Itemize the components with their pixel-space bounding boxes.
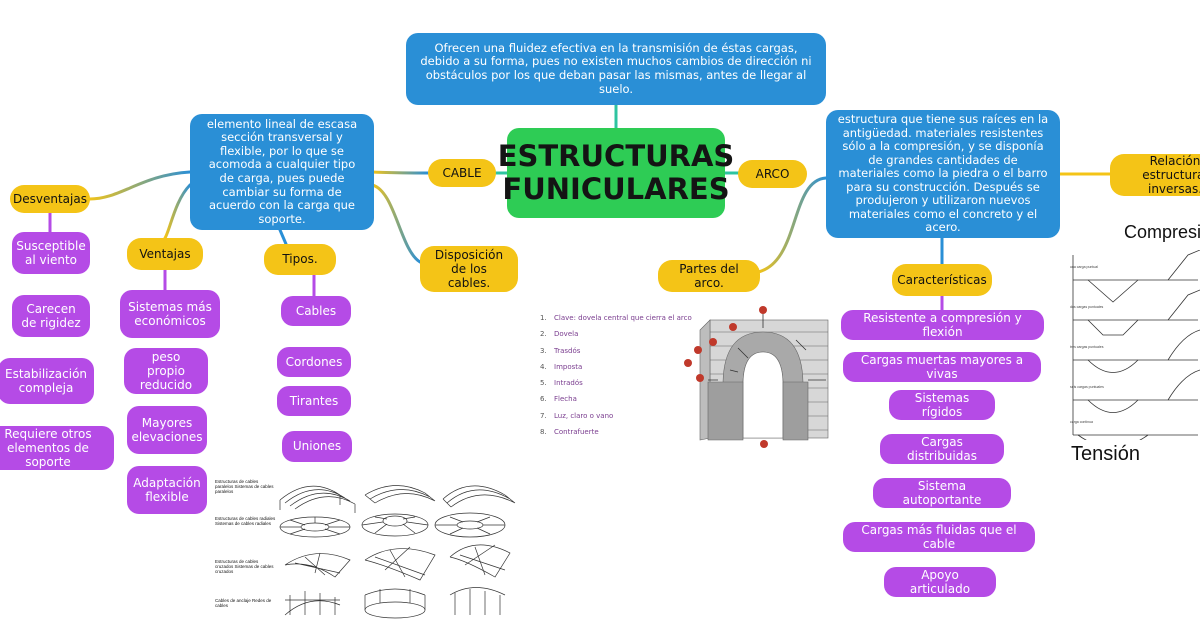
svg-text:seis cargas puntuales: seis cargas puntuales bbox=[1070, 385, 1104, 389]
top-note[interactable]: Ofrecen una fluidez efectiva en la trans… bbox=[406, 33, 826, 105]
ventaja-item[interactable]: peso propio reducido bbox=[124, 348, 208, 394]
legend-item: 4.Imposta bbox=[540, 362, 583, 371]
legend-item: 8.Contrafuerte bbox=[540, 428, 599, 437]
cable-definition[interactable]: elemento lineal de escasa sección transv… bbox=[190, 114, 374, 230]
legend-item: 7.Luz, claro o vano bbox=[540, 411, 614, 420]
relacion-node[interactable]: Relación estructural inversas. bbox=[1110, 154, 1200, 196]
ventaja-item[interactable]: Mayores elevaciones bbox=[127, 406, 207, 454]
svg-text:dos cargas puntuales: dos cargas puntuales bbox=[1070, 305, 1104, 309]
caracteristica-item[interactable]: Cargas muertas mayores a vivas bbox=[843, 352, 1041, 382]
caracteristica-item[interactable]: Cargas más fluidas que el cable bbox=[843, 522, 1035, 552]
link-cable-def bbox=[370, 170, 430, 175]
compression-tension-diagram: una carga puntual dos cargas puntuales t… bbox=[1070, 250, 1200, 440]
legend-item: 1.Clave: dovela central que cierra el ar… bbox=[540, 314, 692, 322]
arch-parts-legend: 1.Clave: dovela central que cierra el ar… bbox=[540, 314, 692, 444]
ventajas-node[interactable]: Ventajas bbox=[127, 238, 203, 270]
desventaja-item[interactable]: Susceptible al viento bbox=[12, 232, 90, 274]
legend-item: 5.Intradós bbox=[540, 379, 583, 388]
central-node[interactable]: ESTRUCTURAS FUNICULARES bbox=[498, 128, 734, 218]
caracteristica-item[interactable]: Resistente a compresión y flexión bbox=[841, 310, 1044, 340]
arch-drawing bbox=[684, 306, 829, 448]
tipo-item[interactable]: Cables bbox=[281, 296, 351, 326]
svg-text:una carga puntual: una carga puntual bbox=[1070, 265, 1098, 269]
link-def-tipos bbox=[278, 228, 288, 246]
arco-node[interactable]: ARCO bbox=[738, 160, 807, 188]
svg-text:tres cargas puntuales: tres cargas puntuales bbox=[1070, 345, 1104, 349]
link-def-ventajas bbox=[163, 183, 192, 240]
caracteristica-item[interactable]: Sistema autoportante bbox=[873, 478, 1011, 508]
tipo-item[interactable]: Cordones bbox=[277, 347, 351, 377]
caracteristica-item[interactable]: Apoyo articulado bbox=[884, 567, 996, 597]
cable-drawings bbox=[279, 485, 516, 619]
desventajas-node[interactable]: Desventajas bbox=[10, 185, 90, 213]
svg-text:carga continua: carga continua bbox=[1070, 420, 1093, 424]
ventaja-item[interactable]: Adaptación flexible bbox=[127, 466, 207, 514]
compresion-label: Compresión bbox=[1124, 222, 1200, 242]
desventaja-item[interactable]: Carecen de rigidez bbox=[12, 295, 90, 337]
tension-label: Tensión bbox=[1071, 443, 1140, 465]
caracteristica-item[interactable]: Cargas distribuidas bbox=[880, 434, 1004, 464]
ventaja-item[interactable]: Sistemas más económicos bbox=[120, 290, 220, 338]
tipo-item[interactable]: Uniones bbox=[282, 431, 352, 462]
legend-item: 6.Flecha bbox=[540, 395, 577, 404]
cable-structures-figure: Estructuras de cables paralelos Sistemas… bbox=[215, 465, 520, 625]
link-def-partes bbox=[756, 176, 828, 274]
tipo-item[interactable]: Tirantes bbox=[277, 386, 351, 416]
link-def-desventajas bbox=[86, 170, 192, 201]
legend-item: 2.Dovela bbox=[540, 330, 579, 339]
figure-caption: Cables de anclaje Redes de cables bbox=[215, 598, 272, 608]
legend-item: 3.Trasdós bbox=[540, 346, 581, 355]
figure-caption: Estructuras de cables paralelos Sistemas… bbox=[215, 479, 274, 494]
tipos-node[interactable]: Tipos. bbox=[264, 244, 336, 275]
cable-node[interactable]: CABLE bbox=[428, 159, 496, 187]
desventaja-item[interactable]: Estabilización compleja bbox=[0, 358, 94, 404]
caracteristica-item[interactable]: Sistemas rígidos bbox=[889, 390, 995, 420]
figure-caption: Estructuras de cables radiales Sistemas … bbox=[215, 516, 276, 526]
partes-node[interactable]: Partes del arco. bbox=[658, 260, 760, 292]
caracteristicas-node[interactable]: Características bbox=[892, 264, 992, 296]
arco-definition[interactable]: estructura que tiene sus raíces en la an… bbox=[826, 110, 1060, 238]
figure-caption: Estructuras de cables cruzados Sistemas … bbox=[215, 559, 274, 574]
desventaja-item[interactable]: Requiere otros elementos de soporte bbox=[0, 426, 114, 470]
link-def-disposicion bbox=[370, 183, 422, 264]
disposicion-node[interactable]: Disposición de los cables. bbox=[420, 246, 518, 292]
